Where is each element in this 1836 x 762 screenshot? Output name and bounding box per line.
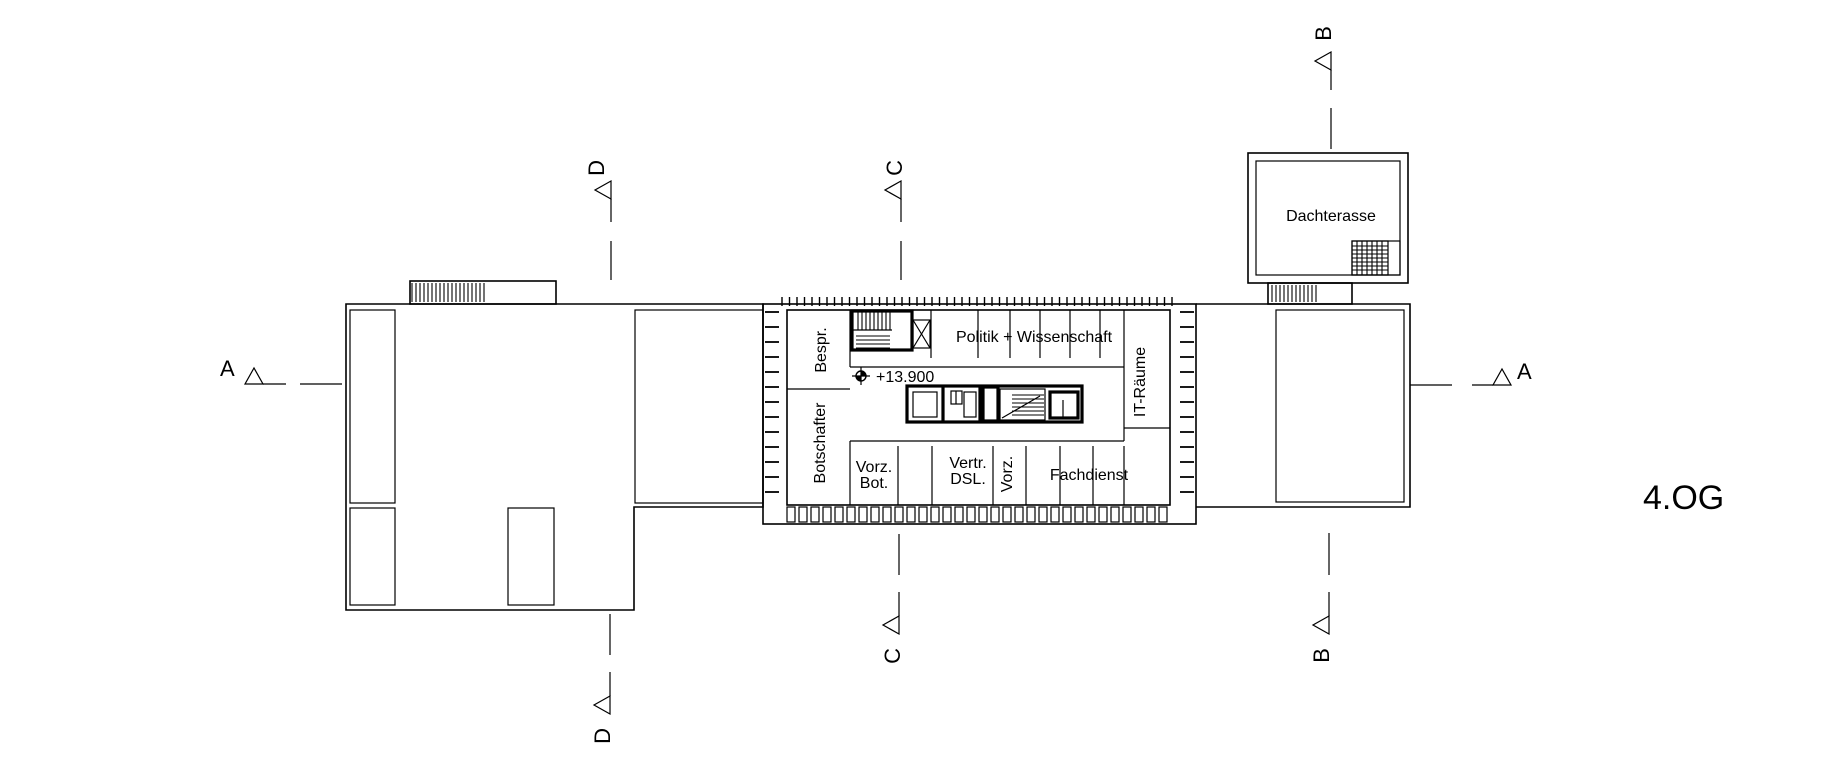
left-roof-stair — [409, 280, 557, 305]
svg-text:D: D — [590, 728, 615, 744]
room-it-raeume: IT-Räume — [1132, 347, 1149, 417]
svg-text:B: B — [1309, 648, 1334, 663]
room-vertr-dsl-line2: DSL. — [950, 471, 986, 488]
svg-text:A: A — [1517, 359, 1532, 384]
svg-text:C: C — [882, 160, 907, 176]
svg-text:C: C — [880, 648, 905, 664]
central-block: +13.900 Politik + Wissenschaft Bespr. Bo… — [762, 297, 1197, 525]
section-marker-b-top: B — [1311, 26, 1336, 149]
floor-label: 4.OG — [1643, 479, 1724, 517]
section-marker-c-top: C — [882, 160, 907, 280]
roof-terrace — [1247, 152, 1409, 284]
section-marker-b-bottom: B — [1309, 533, 1334, 663]
room-vorz: Vorz. — [999, 456, 1016, 492]
facade-right-ticks — [1180, 311, 1194, 493]
room-bespr: Bespr. — [813, 327, 830, 372]
section-marker-a-right: A — [1410, 359, 1532, 386]
terrace-stair — [1351, 240, 1389, 276]
main-stair-steps — [856, 312, 891, 349]
left-roof-stair-hatch — [411, 283, 485, 302]
svg-text:D: D — [584, 160, 609, 176]
right-connector-hatch — [1271, 285, 1317, 302]
facade-top-ticks — [781, 297, 1173, 306]
svg-text:B: B — [1311, 26, 1336, 41]
building-core — [905, 384, 1084, 424]
core-stair-steps — [1012, 394, 1044, 416]
section-marker-c-bottom: C — [880, 534, 905, 664]
section-marker-d-bottom: D — [590, 614, 615, 744]
lift-shaft — [912, 319, 931, 349]
room-fachdienst: Fachdienst — [1050, 467, 1129, 484]
level-marker: +13.900 — [852, 367, 934, 386]
room-vertr-dsl-line1: Vertr. — [949, 455, 986, 472]
room-botschafter: Botschafter — [812, 402, 829, 484]
left-wing — [345, 280, 764, 611]
level-marker-text: +13.900 — [876, 369, 934, 386]
room-vorz-bot-line1: Vorz. — [856, 459, 892, 476]
svg-text:A: A — [220, 356, 235, 381]
section-marker-d-top: D — [584, 160, 612, 280]
room-vorz-bot-line2: Bot. — [860, 475, 888, 492]
section-marker-a-left: A — [220, 356, 342, 385]
facade-left-ticks — [765, 311, 779, 493]
room-dachterasse: Dachterasse — [1286, 208, 1376, 225]
right-wing: Dachterasse — [1196, 152, 1411, 508]
facade-bottom-ticks — [786, 506, 1168, 523]
room-politik-wissenschaft: Politik + Wissenschaft — [956, 329, 1113, 346]
